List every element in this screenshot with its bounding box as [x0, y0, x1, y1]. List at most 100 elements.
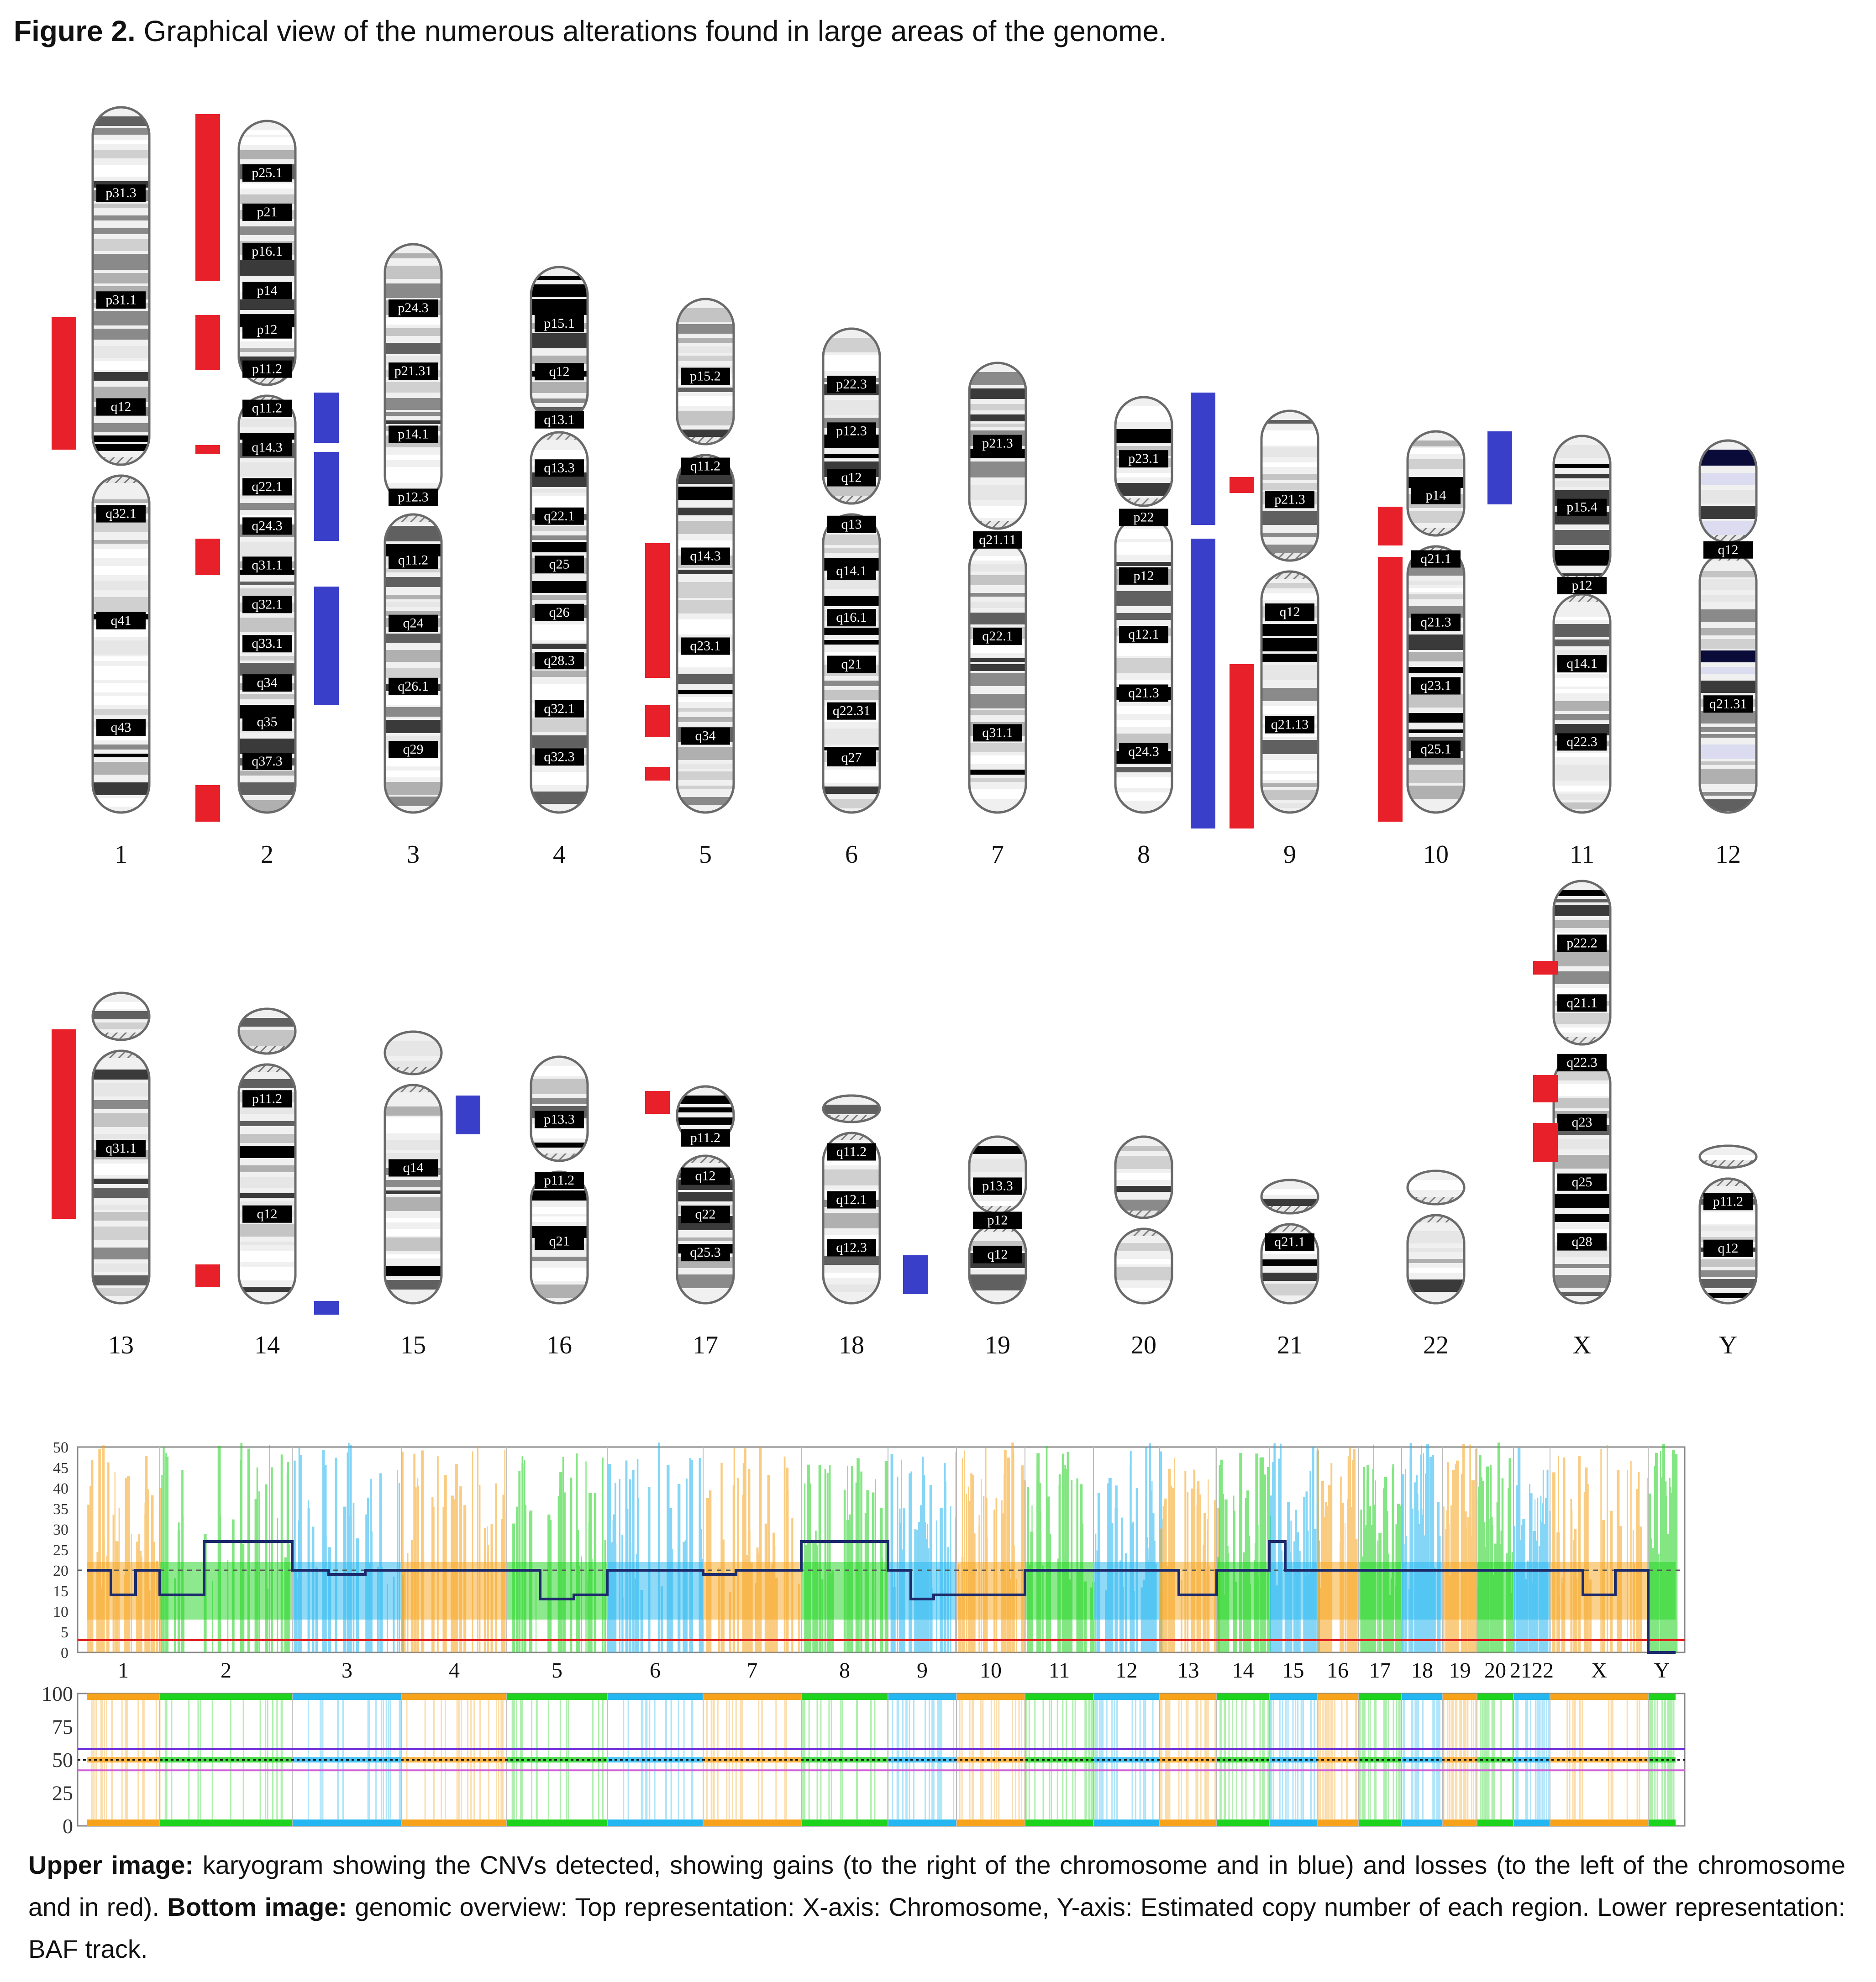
chromosome-band: [677, 487, 734, 500]
chromosome-band: [1115, 542, 1172, 555]
band-label-q12.1: q12.1: [1128, 627, 1159, 642]
baf-scatter: [1145, 1700, 1146, 1819]
cnv-scatter: [893, 1587, 896, 1652]
chromosome-band: [823, 1105, 880, 1114]
chromosome-band: [93, 566, 149, 575]
chromosome-band: [677, 346, 734, 353]
baf-scatter: [1187, 1700, 1189, 1819]
chromosome-band: [385, 634, 441, 643]
cnv-scatter: [1674, 1454, 1678, 1652]
chromosome-band: [969, 424, 1026, 427]
chromosome-band: [677, 674, 734, 684]
band-label-q32.1: q32.1: [252, 597, 283, 612]
chromosome-band: [93, 683, 149, 692]
baf-bottom-band: [1513, 1819, 1550, 1826]
chromosome-band: [823, 535, 880, 545]
cnv-scatter: [472, 1451, 473, 1652]
baf-scatter: [1412, 1700, 1414, 1819]
chromosome-band: [677, 396, 734, 406]
cnv-scatter: [829, 1465, 831, 1652]
chromosome-band: [1261, 1284, 1318, 1295]
chromosome-band: [239, 194, 295, 204]
baf-scatter: [1403, 1700, 1404, 1819]
chromosome-band: [531, 1098, 588, 1104]
cnv-scatter: [240, 1459, 242, 1652]
cnv-scatter: [1021, 1465, 1024, 1652]
chromosome-band: [385, 1106, 441, 1116]
chromosome-band: [385, 1140, 441, 1150]
chromosome-band: [823, 1285, 880, 1292]
chromosome-band: [969, 485, 1026, 500]
band-label-p11.2: p11.2: [544, 1173, 574, 1188]
baf-scatter: [909, 1700, 910, 1819]
cnv-scatter: [944, 1463, 946, 1652]
baf-scatter: [513, 1700, 515, 1819]
band-label-bg: [96, 718, 146, 736]
chromosome-band: [1554, 624, 1610, 637]
cnv-scatter: [322, 1450, 325, 1652]
cnv-scatter: [1089, 1587, 1093, 1652]
chromosome-band: [239, 588, 295, 596]
baf-scatter: [641, 1700, 642, 1819]
chromosome-band: [1554, 550, 1610, 566]
band-label-q31.1: q31.1: [982, 725, 1013, 740]
cnv-scatter: [783, 1456, 786, 1652]
cnv-scatter: [100, 1587, 103, 1652]
cnv-x-label-20: 20: [1484, 1658, 1506, 1680]
baf-bottom-band: [1443, 1819, 1477, 1826]
caption-upper-text: karyogram showing the CNVs detected, sho…: [28, 1851, 1845, 1921]
chromosome-band: [1554, 701, 1610, 711]
cnv-scatter: [1064, 1465, 1066, 1652]
baf-bottom-band: [801, 1819, 888, 1826]
chromosome-band: [1408, 729, 1464, 733]
chromosome-band: [385, 328, 441, 336]
band-label-bg: [681, 457, 730, 475]
chromosome-outline: [676, 454, 735, 814]
chromosome-band: [93, 311, 149, 325]
cnv-scatter: [748, 1469, 751, 1652]
cnv-scatter: [1447, 1462, 1450, 1652]
band-label-q31.1: q31.1: [105, 1141, 137, 1156]
cnv-loss-bar: [195, 1264, 220, 1287]
cnv-loss-bar: [52, 317, 76, 450]
baf-scatter: [1361, 1700, 1363, 1819]
cnv-y-tick-20: 20: [53, 1563, 68, 1579]
chromosome-band: [677, 747, 734, 760]
chromosome-band: [1115, 777, 1172, 788]
chromosome-band: [1115, 1186, 1172, 1192]
chromosome-band: [239, 1251, 295, 1262]
chromosome-band: [823, 770, 880, 783]
chromosome-band: [93, 782, 149, 795]
chromosome-band: [1554, 890, 1610, 896]
chromosome-outline: [1260, 570, 1319, 814]
cnv-scatter: [163, 1447, 165, 1652]
chromosome-band: [385, 398, 441, 410]
cnv-scatter: [824, 1468, 826, 1652]
baf-scatter: [536, 1700, 537, 1819]
baf-scatter: [830, 1700, 832, 1819]
cnv-gain-bar: [314, 587, 339, 705]
chromosome-band: [531, 1207, 588, 1214]
chromosome-band: [1115, 1156, 1172, 1169]
band-label-bg: [827, 515, 876, 533]
band-label-bg: [389, 1159, 438, 1177]
chromosome-band: [385, 318, 441, 325]
cnv-scatter: [1421, 1445, 1422, 1652]
cnv-loss-bar: [195, 445, 220, 454]
chromosome-band: [93, 1022, 149, 1029]
baf-scatter: [1517, 1700, 1519, 1819]
baf-top-band: [1217, 1694, 1269, 1700]
chromosome-outline: [676, 1154, 735, 1305]
band-label-p22.2: p22.2: [1566, 935, 1597, 950]
cnv-x-label-8: 8: [839, 1658, 850, 1680]
baf-scatter: [568, 1700, 569, 1819]
cnv-scatter: [1130, 1451, 1132, 1652]
baf-scatter: [1572, 1700, 1574, 1819]
chromosome-band: [1554, 765, 1610, 781]
chromosome-band: [1261, 533, 1318, 537]
baf-scatter: [470, 1700, 472, 1819]
baf-scatter: [1166, 1700, 1167, 1819]
cnv-gain-bar: [1191, 539, 1215, 828]
cnv-scatter: [942, 1589, 944, 1652]
chromosome-band: [93, 762, 149, 775]
